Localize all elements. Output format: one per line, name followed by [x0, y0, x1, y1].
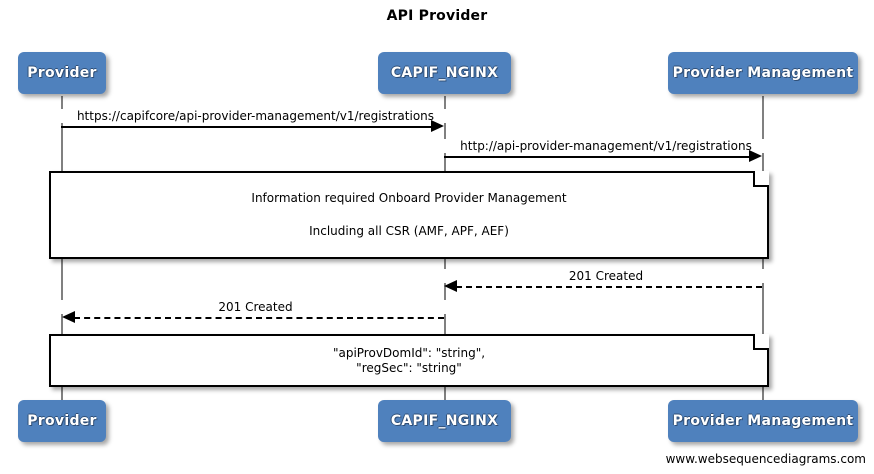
message-label-1: https://capifcore/api-provider-managemen… [61, 109, 450, 123]
note-line: "apiProvDomId": "string", [332, 345, 486, 360]
actor-capif-nginx-top[interactable]: CAPIF_NGINX [378, 52, 511, 94]
diagram-title: API Provider [386, 8, 488, 24]
message-line-1 [61, 126, 433, 128]
message-label-2: http://api-provider-management/v1/regist… [444, 139, 768, 153]
actor-label: Provider Management [672, 65, 854, 81]
actor-label: CAPIF_NGINX [390, 413, 499, 429]
note-fold-icon [753, 334, 769, 350]
message-line-2 [444, 156, 751, 158]
message-arrowhead-3 [444, 280, 457, 292]
actor-label: Provider [27, 65, 97, 81]
message-line-3 [456, 286, 762, 288]
note-response-payload: "apiProvDomId": "string", "regSec": "str… [49, 334, 769, 387]
actor-provider-management-bottom[interactable]: Provider Management [668, 400, 858, 442]
message-label-3: 201 Created [444, 269, 768, 283]
note-line: Including all CSR (AMF, APF, AEF) [309, 224, 509, 238]
actor-capif-nginx-bottom[interactable]: CAPIF_NGINX [378, 400, 511, 442]
actor-label: Provider Management [672, 413, 854, 429]
actor-label: CAPIF_NGINX [390, 65, 499, 81]
message-arrowhead-2 [749, 150, 762, 162]
actor-provider-management-top[interactable]: Provider Management [668, 52, 858, 94]
message-line-4 [74, 317, 444, 319]
actor-provider-bottom[interactable]: Provider [18, 400, 106, 442]
note-onboard-info: Information required Onboard Provider Ma… [49, 171, 769, 259]
note-fold-icon [753, 171, 769, 187]
actor-label: Provider [27, 413, 97, 429]
message-arrowhead-4 [62, 311, 75, 323]
note-line: Information required Onboard Provider Ma… [251, 191, 567, 205]
message-label-4: 201 Created [61, 300, 450, 314]
note-line: "regSec": "string" [356, 360, 462, 375]
message-arrowhead-1 [431, 120, 444, 132]
actor-provider-top[interactable]: Provider [18, 52, 106, 94]
watermark-footer: www.websequencediagrams.com [665, 452, 866, 466]
